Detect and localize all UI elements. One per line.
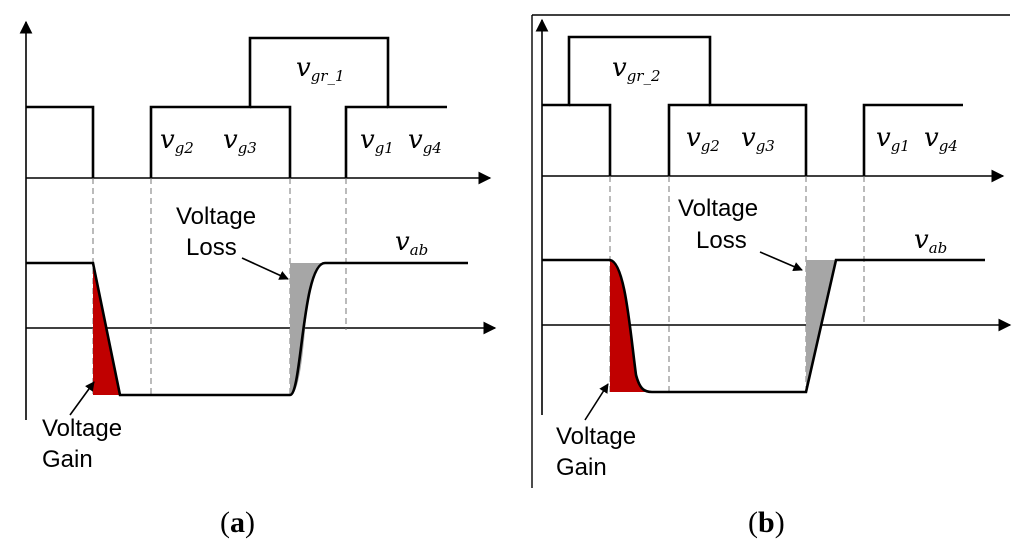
voltage-loss-area-a [290,263,325,395]
label-vg1-b: vg1 [876,123,910,155]
caption-b: (b) [748,506,785,539]
label-vab-a: vab [395,227,428,259]
label-vg4: vg4 [408,125,442,157]
label-vg4-b: vg4 [924,123,958,155]
voltage-gain-label-b-line2: Gain [556,454,607,481]
gate-pulse-mid-end-a [250,105,292,178]
gate-pulse-left-b [542,35,808,176]
label-vgr1: vgr_1 [296,53,345,85]
caption-a: (a) [220,506,255,539]
voltage-gain-arrow-a [69,381,95,416]
gate-pulse-right-b [862,103,963,176]
voltage-loss-arrow-b [759,251,803,272]
gate-pulse-right-a [344,105,388,178]
voltage-gain-label-a-line1: Voltage [42,415,122,442]
label-vg2-b: vg2 [686,123,720,155]
voltage-loss-label-a-line1: Voltage [176,203,256,230]
vab-waveform-b [542,258,985,394]
label-vg3: vg3 [223,125,257,157]
label-vg3-b: vg3 [741,123,775,155]
label-vg1: vg1 [360,125,394,157]
label-vgr2: vgr_2 [612,53,661,85]
voltage-loss-label-a-line2: Loss [186,234,237,261]
panel-b: vgr_2 vg2 vg3 vg1 vg4 vab Voltage Loss V… [531,14,1012,539]
voltage-gain-arrow-b [584,383,609,421]
gate-pulse-left-a [26,105,95,178]
voltage-gain-label-b-line1: Voltage [556,423,636,450]
voltage-loss-arrow-a [241,257,289,280]
gate-pulse-left-end-b [569,103,612,176]
voltage-loss-label-b-line2: Loss [696,227,747,254]
label-vab-b: vab [914,225,947,257]
gate-pulse-mid-b [667,103,710,176]
voltage-loss-label-b-line1: Voltage [678,195,758,222]
vab-waveform-a [26,261,468,397]
panel-a: vgr_1 vg2 vg3 vg1 vg4 vab Voltage Loss V… [19,20,497,539]
label-vg2: vg2 [160,125,194,157]
voltage-gain-label-a-line2: Gain [42,446,93,473]
